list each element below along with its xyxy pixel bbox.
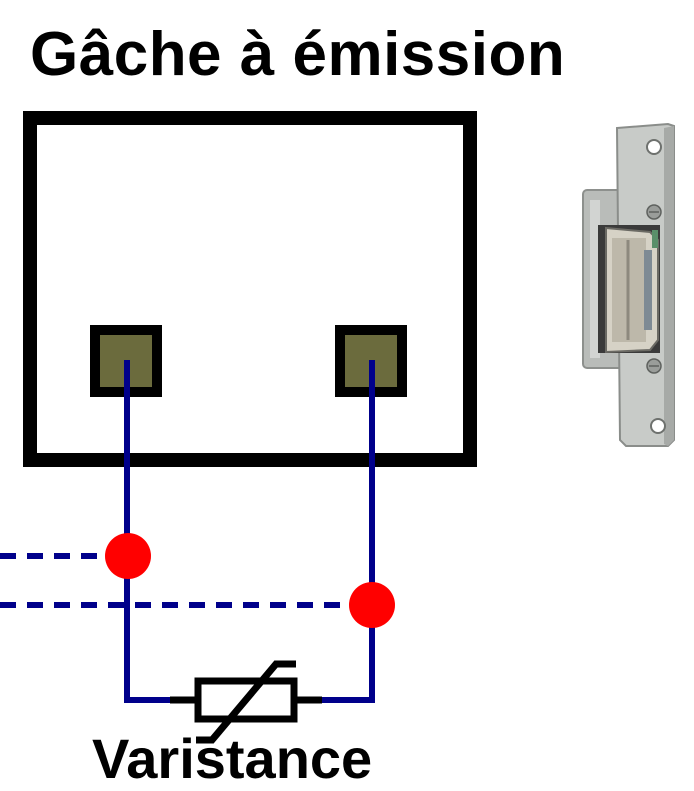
junction-dot-right xyxy=(349,582,395,628)
strike-body-outline xyxy=(23,111,477,467)
diagram-title: Gâche à émission xyxy=(30,20,566,89)
junction-dot-left xyxy=(105,533,151,579)
varistor-symbol-icon xyxy=(170,660,322,744)
electric-strike-icon xyxy=(582,122,675,447)
wire-right xyxy=(318,360,375,703)
wire-left xyxy=(124,360,175,703)
varistor-label: Varistance xyxy=(92,727,373,790)
